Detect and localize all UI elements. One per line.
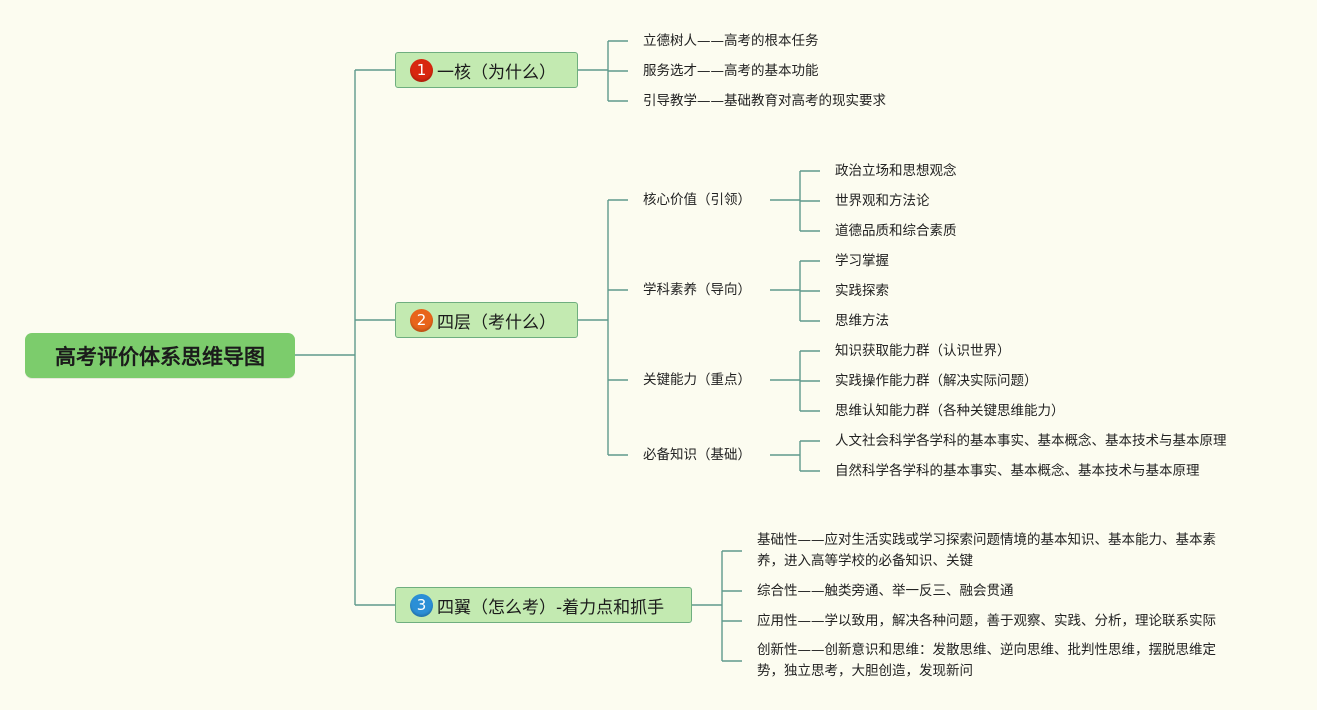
leaf-item[interactable]: 综合性——触类旁通、举一反三、融会贯通 — [757, 583, 1014, 599]
branch-label: 一核（为什么） — [437, 62, 556, 83]
leaf-item[interactable]: 世界观和方法论 — [835, 193, 930, 209]
root-title: 高考评价体系思维导图 — [55, 344, 265, 369]
branch-node-3[interactable]: 3 四翼（怎么考）-着力点和抓手 — [395, 587, 692, 623]
leaf-item[interactable]: 应用性——学以致用，解决各种问题，善于观察、实践、分析，理论联系实际 — [757, 613, 1216, 629]
leaf-item[interactable]: 实践探索 — [835, 283, 889, 299]
branch-label: 四翼（怎么考）-着力点和抓手 — [437, 597, 665, 618]
leaf-item[interactable]: 引导教学——基础教育对高考的现实要求 — [643, 93, 886, 109]
leaf-item[interactable]: 人文社会科学各学科的基本事实、基本概念、基本技术与基本原理 — [835, 433, 1227, 449]
leaf-item[interactable]: 政治立场和思想观念 — [835, 163, 957, 179]
leaf-item[interactable]: 思维方法 — [835, 313, 889, 329]
leaf-item[interactable]: 思维认知能力群（各种关键思维能力） — [835, 403, 1065, 419]
leaf-item[interactable]: 立德树人——高考的根本任务 — [643, 33, 819, 49]
leaf-item[interactable]: 基础性——应对生活实践或学习探索问题情境的基本知识、基本能力、基本素养，进入高等… — [757, 532, 1216, 569]
root-node[interactable]: 高考评价体系思维导图 — [25, 333, 295, 378]
leaf-item[interactable]: 服务选才——高考的基本功能 — [643, 63, 819, 79]
number-3-badge: 3 — [410, 593, 433, 617]
subgroup-essential-knowledge[interactable]: 必备知识（基础） — [643, 447, 751, 463]
subgroup-subject-literacy[interactable]: 学科素养（导向） — [643, 282, 751, 298]
number-1-badge: 1 — [410, 58, 433, 82]
leaf-item[interactable]: 道德品质和综合素质 — [835, 223, 957, 239]
leaf-item[interactable]: 知识获取能力群（认识世界） — [835, 343, 1011, 359]
leaf-item[interactable]: 学习掌握 — [835, 253, 889, 269]
branch-label: 四层（考什么） — [437, 312, 556, 333]
leaf-item[interactable]: 自然科学各学科的基本事实、基本概念、基本技术与基本原理 — [835, 463, 1200, 479]
leaf-item[interactable]: 创新性——创新意识和思维：发散思维、逆向思维、批判性思维，摆脱思维定势，独立思考… — [757, 642, 1216, 679]
subgroup-key-abilities[interactable]: 关键能力（重点） — [643, 372, 751, 388]
branch-node-1[interactable]: 1 一核（为什么） — [395, 52, 578, 88]
number-2-badge: 2 — [410, 308, 433, 332]
branch-node-2[interactable]: 2 四层（考什么） — [395, 302, 578, 338]
subgroup-core-values[interactable]: 核心价值（引领） — [643, 192, 751, 208]
leaf-item[interactable]: 实践操作能力群（解决实际问题） — [835, 373, 1038, 389]
